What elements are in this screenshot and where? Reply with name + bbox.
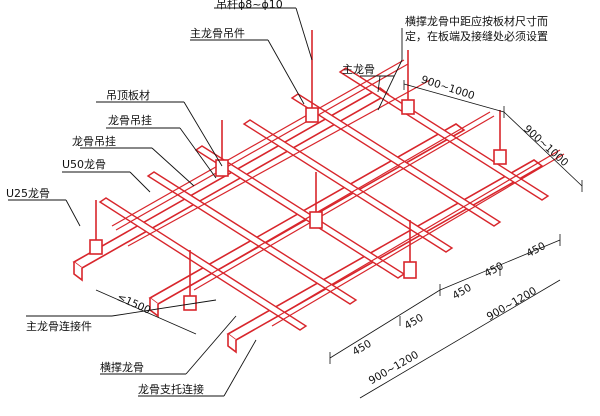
ceiling-board-label: 吊顶板材 xyxy=(106,89,150,102)
keel-hanger-label-2: 龙骨吊挂 xyxy=(72,135,116,148)
main-connector-label: 主龙骨连接件 xyxy=(26,320,92,333)
keel-hanger-label-1: 龙骨吊挂 xyxy=(108,114,152,127)
main-hanger-label: 主龙骨吊件 xyxy=(190,27,245,40)
u50-keel-label: U50龙骨 xyxy=(62,158,107,171)
support-connection-label: 龙骨支托连接 xyxy=(138,383,204,396)
cross-keels xyxy=(111,59,565,327)
cross-keel-label: 横撑龙骨 xyxy=(100,361,144,374)
cross-keel-note-line1: 横撑龙骨中距应按板材尺寸而 xyxy=(405,15,548,28)
u25-keel-label: U25龙骨 xyxy=(6,187,51,200)
dimension-lines xyxy=(95,80,583,399)
leader-lines xyxy=(8,7,403,397)
hanger-rod-label: 吊杆ϕ8~ϕ10 xyxy=(216,0,283,11)
main-keel-label: 主龙骨 xyxy=(342,63,375,76)
cross-keel-note-line2: 定，在板端及接缝处必须设置 xyxy=(405,30,548,43)
cross-keel-note: 横撑龙骨中距应按板材尺寸而 定，在板端及接缝处必须设置 xyxy=(405,14,548,44)
